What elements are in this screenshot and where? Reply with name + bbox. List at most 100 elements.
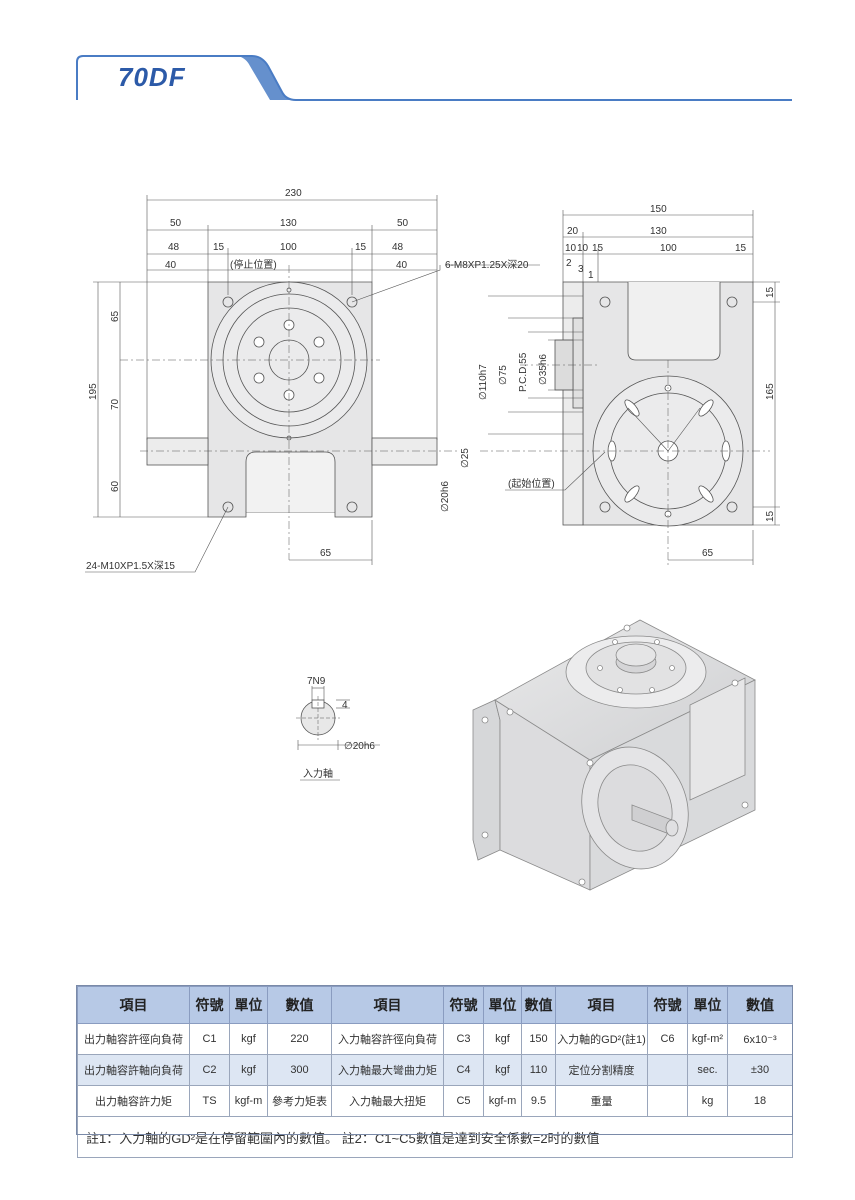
- table-cell: 110: [521, 1054, 556, 1086]
- header-banner: [76, 55, 792, 101]
- table-cell: 入力軸容許徑向負荷: [331, 1023, 444, 1055]
- table-header-row: 項目 符號 單位 數值 項目 符號 單位 數值 項目 符號 單位 數值: [77, 986, 793, 1024]
- table-cell: kgf-m²: [687, 1023, 728, 1055]
- dim-label: 230: [285, 188, 302, 199]
- table-header: 單位: [687, 986, 728, 1024]
- table-cell: 參考力矩表: [267, 1085, 332, 1117]
- table-cell: kgf-m: [229, 1085, 268, 1117]
- table-cell: sec.: [687, 1054, 728, 1086]
- dim-label: 15: [592, 243, 604, 254]
- table-header: 數值: [521, 986, 556, 1024]
- table-row: 出力軸容許徑向負荷 C1 kgf 220 入力軸容許徑向負荷 C3 kgf 15…: [77, 1023, 793, 1055]
- table-header: 項目: [77, 986, 190, 1024]
- table-cell: 18: [727, 1085, 793, 1117]
- table-cell: ±30: [727, 1054, 793, 1086]
- dim-label: 65: [110, 310, 121, 322]
- table-cell: kg: [687, 1085, 728, 1117]
- table-cell: kgf: [229, 1054, 268, 1086]
- dim-label: 70: [110, 398, 121, 410]
- table-header: 符號: [189, 986, 230, 1024]
- table-header: 項目: [331, 986, 444, 1024]
- dim-label: 20: [567, 226, 579, 237]
- dim-label: 50: [170, 218, 182, 229]
- dim-label: 65: [702, 548, 714, 559]
- table-header: 符號: [443, 986, 484, 1024]
- table-note-row: 註1：入力軸的GD²是在停留範圍內的數值。 註2：C1~C5數值是達到安全係數=…: [77, 1116, 793, 1158]
- table-cell: kgf: [483, 1023, 522, 1055]
- table-cell: kgf: [229, 1023, 268, 1055]
- technical-drawing: 230 50 130 50 48 15 100 15 48 40 40 (停止位…: [85, 188, 780, 891]
- table-cell: 重量: [555, 1085, 648, 1117]
- dim-label: 10: [577, 243, 589, 254]
- table-header: 單位: [229, 986, 268, 1024]
- table-cell: TS: [189, 1085, 230, 1117]
- table-note: 註1：入力軸的GD²是在停留範圍內的數值。 註2：C1~C5數值是達到安全係數=…: [77, 1116, 793, 1158]
- table-cell: C6: [647, 1023, 688, 1055]
- dim-label: ∅20h6: [440, 481, 451, 512]
- table-cell: [647, 1085, 688, 1117]
- dim-label: 130: [650, 226, 667, 237]
- table-header: 符號: [647, 986, 688, 1024]
- dim-label: 2: [566, 258, 572, 269]
- dim-label: 165: [765, 383, 776, 400]
- key-width: 7N9: [307, 676, 326, 687]
- dim-label: 15: [765, 510, 776, 522]
- dim-label: ∅110h7: [478, 364, 489, 400]
- side-view-labels: 150 20 130 10 10 15 100 15 2 3 1 ∅110h7 …: [478, 204, 776, 559]
- dim-label: 15: [765, 286, 776, 298]
- front-view: [85, 195, 540, 573]
- table-cell: kgf: [483, 1054, 522, 1086]
- table-row: 出力軸容許力矩 TS kgf-m 參考力矩表 入力軸最大扭矩 C5 kgf-m …: [77, 1085, 793, 1117]
- table-header: 項目: [555, 986, 648, 1024]
- dim-label: 40: [396, 260, 408, 271]
- dim-label: 15: [355, 242, 367, 253]
- table-cell: C1: [189, 1023, 230, 1055]
- dim-label: 40: [165, 260, 177, 271]
- table-cell: C5: [443, 1085, 484, 1117]
- table-cell: 出力軸容許軸向負荷: [77, 1054, 190, 1086]
- table-cell: 入力軸的GD²(註1): [555, 1023, 648, 1055]
- shaft-detail: [296, 686, 380, 781]
- dim-label: ∅35h6: [538, 354, 549, 385]
- table-cell: 定位分割精度: [555, 1054, 648, 1086]
- spec-table: 項目 符號 單位 數值 項目 符號 單位 數值 項目 符號 單位 數值 出力軸容…: [77, 986, 793, 1158]
- table-cell: 6x10⁻³: [727, 1023, 793, 1055]
- dim-label: ∅25: [460, 448, 471, 468]
- dim-label: 100: [280, 242, 297, 253]
- bolt-note: 6-M8XP1.25X深20: [445, 259, 529, 271]
- front-view-labels: 230 50 130 50 48 15 100 15 48 40 40 (停止位…: [86, 188, 529, 572]
- table-cell: 150: [521, 1023, 556, 1055]
- dim-label: 15: [735, 243, 747, 254]
- dim-label: 60: [110, 480, 121, 492]
- table-cell: 220: [267, 1023, 332, 1055]
- table-header: 單位: [483, 986, 522, 1024]
- model-title: 70DF: [118, 62, 186, 92]
- table-cell: 9.5: [521, 1085, 556, 1117]
- table-cell: 入力軸最大彎曲力矩: [331, 1054, 444, 1086]
- key-depth: 4: [342, 700, 348, 711]
- table-cell: kgf-m: [483, 1085, 522, 1117]
- table-row: 出力軸容許軸向負荷 C2 kgf 300 入力軸最大彎曲力矩 C4 kgf 11…: [77, 1054, 793, 1086]
- dim-label: 48: [392, 242, 404, 253]
- dim-label: 195: [88, 383, 99, 400]
- dim-label: 50: [397, 218, 409, 229]
- dim-label: 65: [320, 548, 332, 559]
- shaft-detail-labels: 7N9 4 ∅20h6 入力軸: [303, 676, 375, 780]
- dim-label: 15: [213, 242, 225, 253]
- table-cell: 300: [267, 1054, 332, 1086]
- start-position-label: (起始位置): [508, 477, 555, 490]
- shaft-label: 入力軸: [303, 767, 333, 780]
- dim-label: 150: [650, 204, 667, 215]
- table-cell: 出力軸容許徑向負荷: [77, 1023, 190, 1055]
- dim-label: P.C.D.55: [518, 352, 529, 392]
- shaft-diameter: ∅20h6: [344, 741, 375, 752]
- dim-label: 10: [565, 243, 577, 254]
- table-header: 數值: [727, 986, 793, 1024]
- table-cell: C4: [443, 1054, 484, 1086]
- dim-label: 100: [660, 243, 677, 254]
- dim-label: 1: [588, 270, 594, 281]
- isometric-view: [472, 619, 756, 891]
- table-cell: C2: [189, 1054, 230, 1086]
- mount-note: 24-M10XP1.5X深15: [86, 560, 175, 572]
- dim-label: 130: [280, 218, 297, 229]
